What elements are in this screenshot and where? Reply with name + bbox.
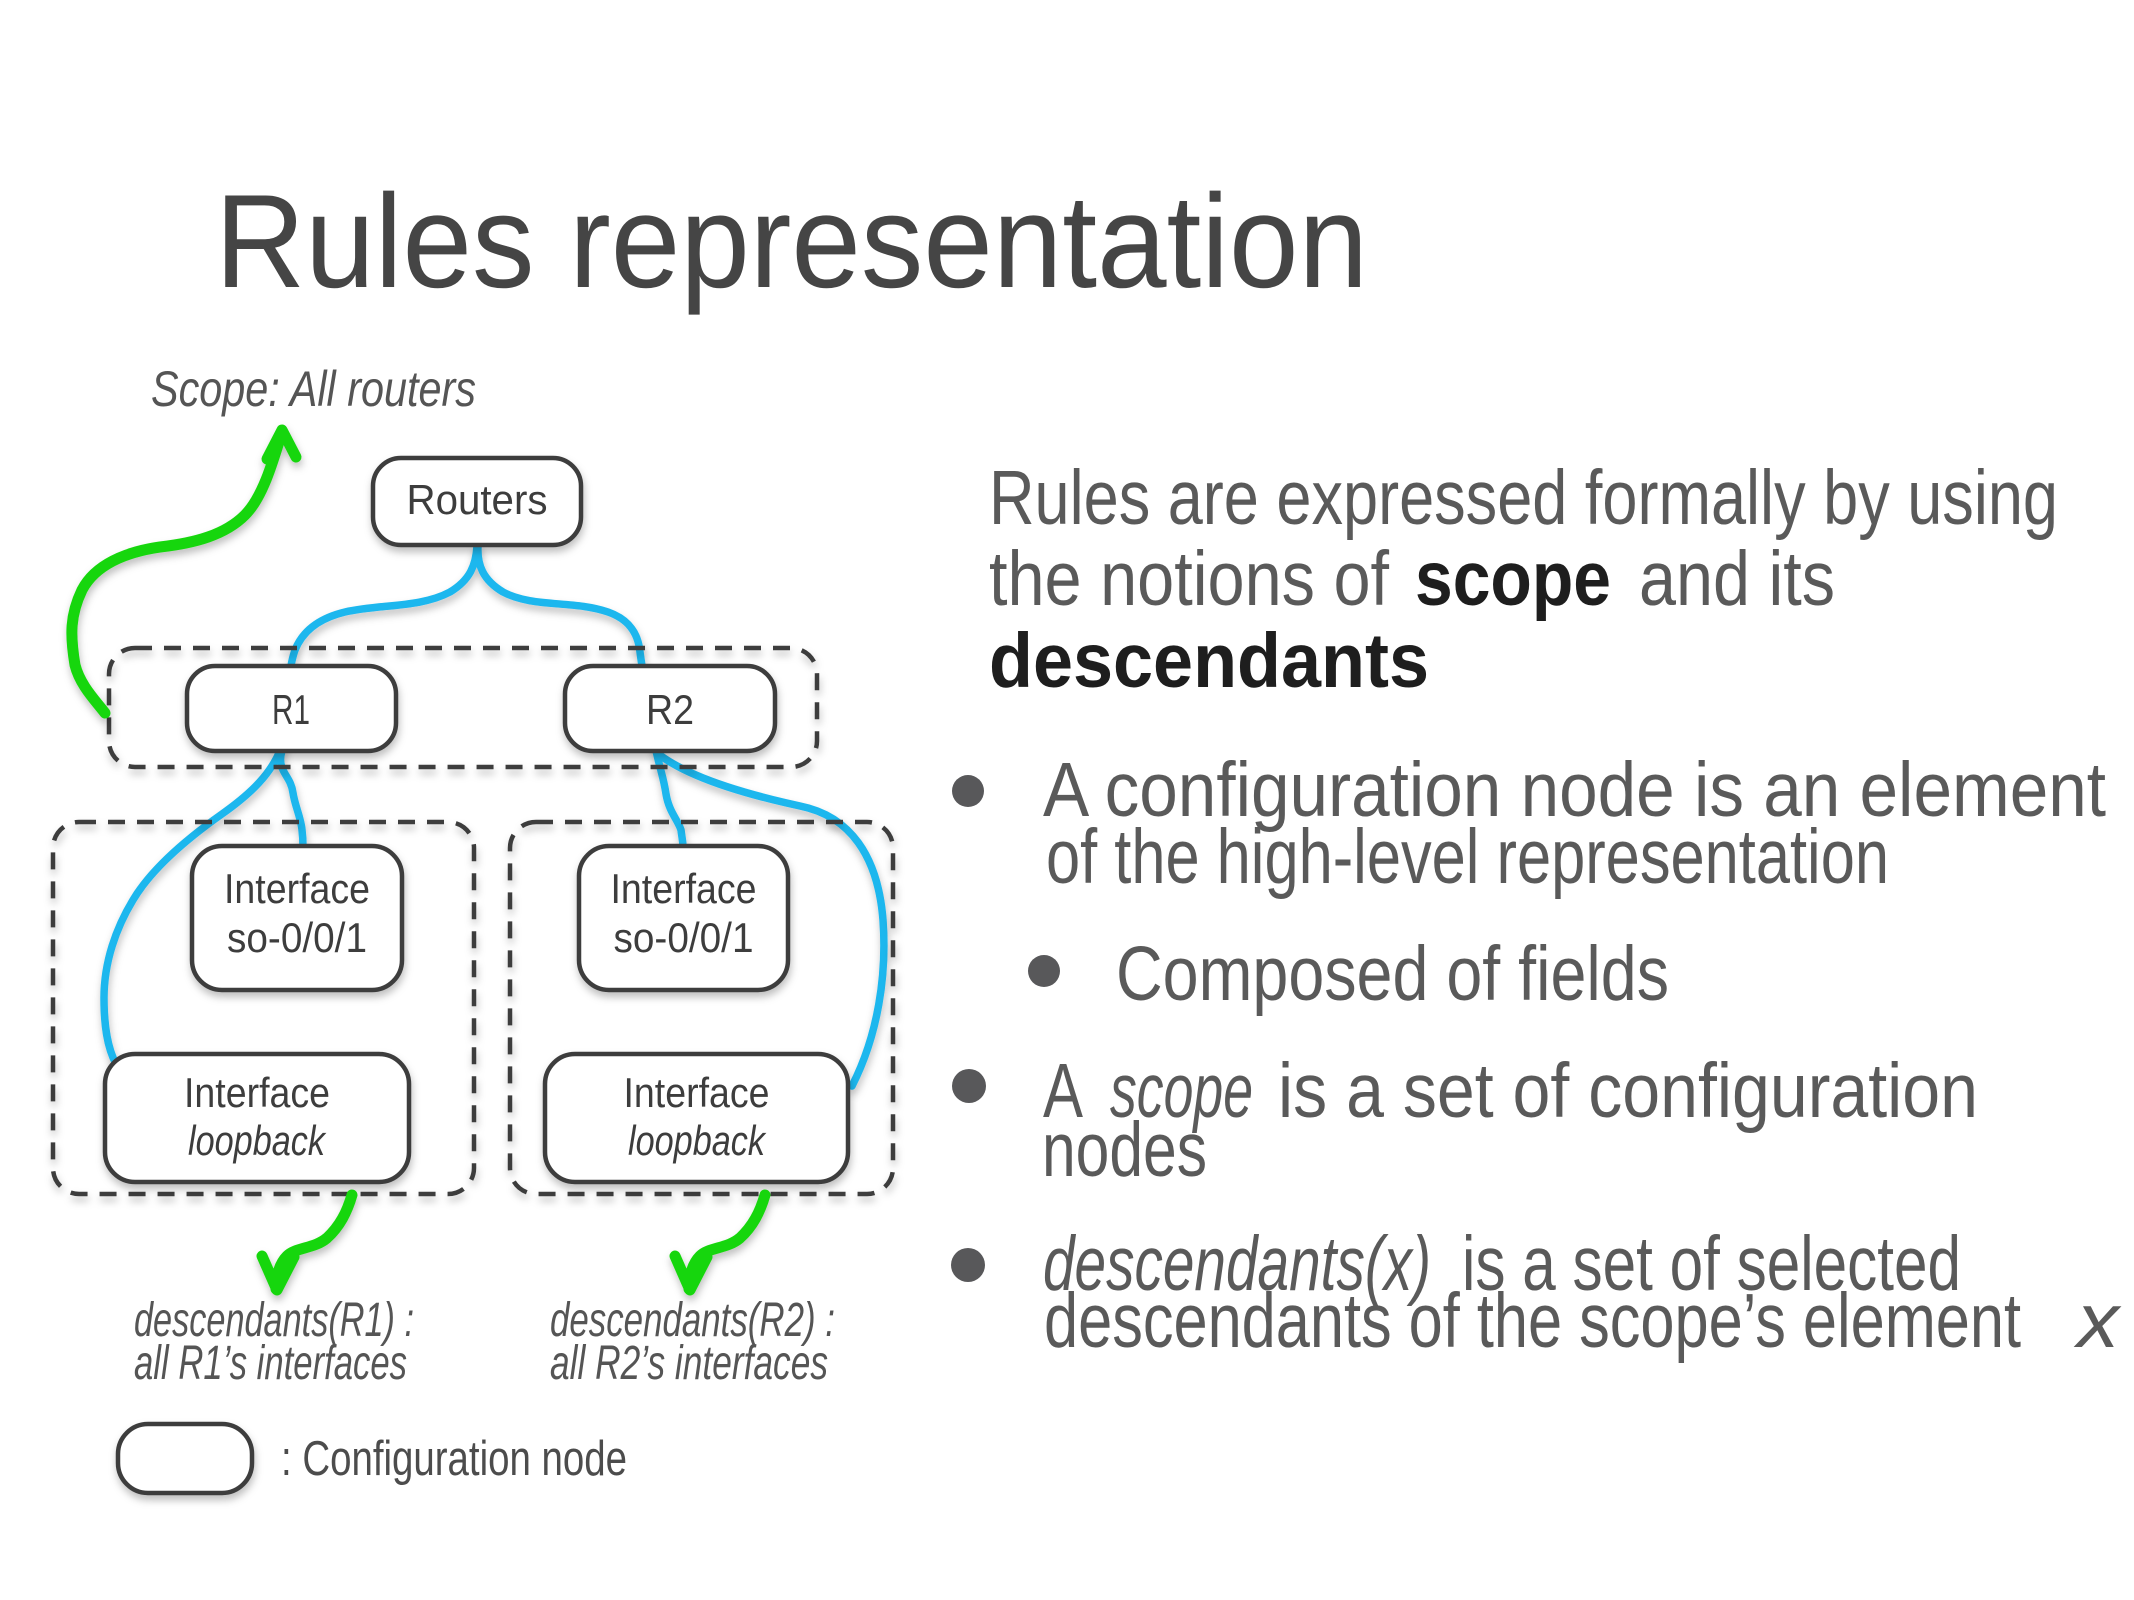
svg-text:so-0/0/1: so-0/0/1	[227, 914, 367, 961]
svg-text:Scope: All routers: Scope: All routers	[151, 361, 476, 417]
svg-text:A: A	[1043, 1048, 1083, 1134]
svg-text:is a set of selected: is a set of selected	[1462, 1221, 1961, 1307]
svg-text:of the high-level representati: of the high-level representation	[1046, 814, 1889, 900]
svg-text:loopback: loopback	[188, 1117, 327, 1164]
svg-text:scope: scope	[1110, 1048, 1253, 1134]
svg-text:R1: R1	[272, 686, 310, 733]
svg-text:R2: R2	[646, 686, 694, 733]
svg-text:so-0/0/1: so-0/0/1	[614, 914, 754, 961]
svg-text:and its: and its	[1639, 536, 1835, 622]
svg-text:descendants: descendants	[989, 618, 1429, 704]
svg-text:all R2’s interfaces: all R2’s interfaces	[550, 1337, 828, 1390]
svg-text:the notions of: the notions of	[989, 536, 1390, 622]
svg-text:: Configuration node: : Configuration node	[281, 1432, 627, 1486]
svg-text:Interface: Interface	[184, 1069, 330, 1116]
svg-text:Routers: Routers	[407, 476, 548, 523]
svg-text:nodes: nodes	[1042, 1107, 1207, 1193]
svg-text:loopback: loopback	[628, 1117, 767, 1164]
svg-text:descendants(x): descendants(x)	[1043, 1221, 1431, 1307]
svg-text:Rules are expressed formally b: Rules are expressed formally by using	[989, 455, 2058, 541]
svg-text:A configuration node is an ele: A configuration node is an element	[1043, 747, 2106, 833]
svg-text:descendants(R1) :: descendants(R1) :	[134, 1294, 414, 1347]
svg-text:x: x	[2073, 1278, 2122, 1364]
svg-text:Interface: Interface	[624, 1069, 770, 1116]
svg-text:Rules representation: Rules representation	[215, 168, 1368, 316]
svg-text:scope: scope	[1415, 536, 1611, 622]
svg-text:descendants(R2) :: descendants(R2) :	[550, 1294, 835, 1347]
svg-text:Interface: Interface	[224, 865, 370, 912]
svg-text:descendants of the scope’s ele: descendants of the scope’s element	[1044, 1278, 2021, 1364]
svg-text:is a set of configuration: is a set of configuration	[1278, 1048, 1978, 1134]
svg-text:Interface: Interface	[611, 865, 757, 912]
svg-text:all R1’s interfaces: all R1’s interfaces	[134, 1337, 407, 1390]
svg-text:Composed of fields: Composed of fields	[1116, 931, 1669, 1017]
